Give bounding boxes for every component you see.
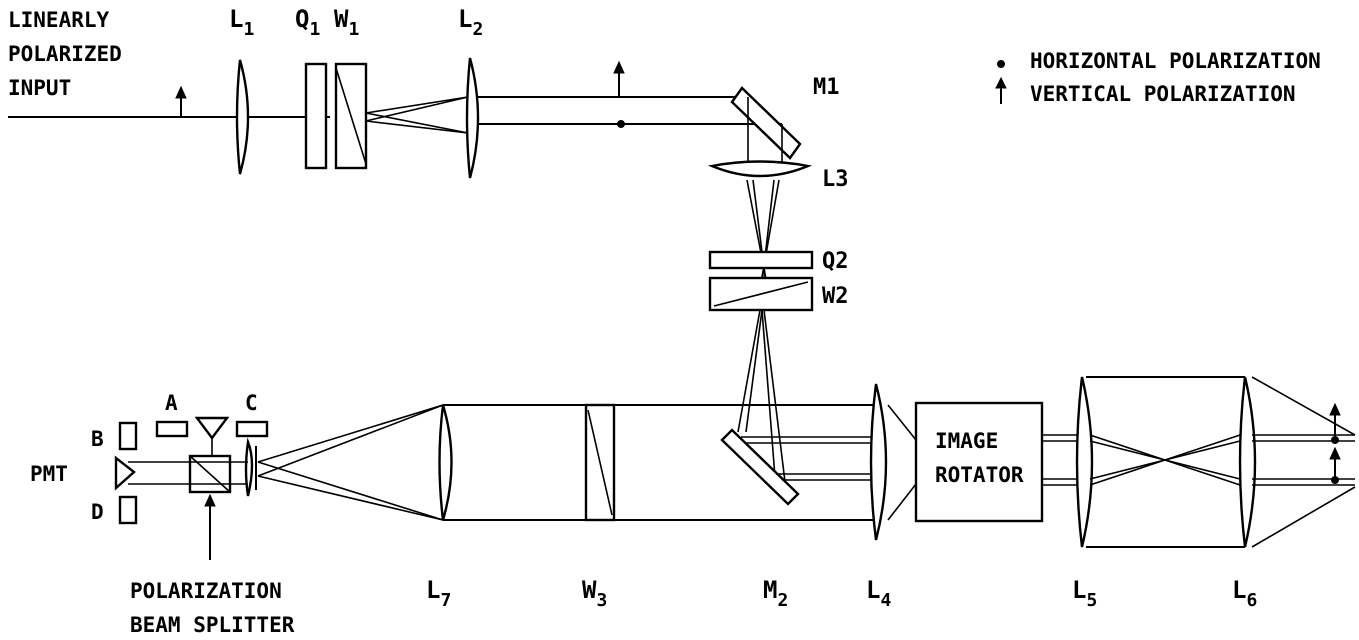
- legend-arrow-icon: [995, 76, 1007, 104]
- cone-bottom: [257, 461, 444, 521]
- beam-l4-rot-b: [887, 483, 917, 521]
- label-pmt: PMT: [30, 462, 68, 486]
- cone-top: [257, 404, 444, 463]
- lens-l6: [1238, 376, 1257, 548]
- image-rotator-label-2: ROTATOR: [935, 463, 1024, 487]
- pbs-label-2: BEAM SPLITTER: [130, 613, 295, 637]
- pmt-prism: [114, 455, 136, 491]
- cone-bottom-2: [257, 475, 444, 521]
- wollaston-w2: [708, 276, 814, 312]
- cross-beam-d: [1089, 434, 1241, 486]
- top-prism: [194, 416, 230, 440]
- label-c: C: [245, 391, 258, 415]
- out-beam-top: [1251, 376, 1356, 436]
- label-w1: W1: [334, 5, 359, 40]
- label-d: D: [91, 500, 104, 524]
- output-dot-top: [1331, 436, 1339, 444]
- input-vertical-polarization-arrow: [175, 85, 187, 117]
- wollaston-w1: [334, 62, 368, 170]
- lens-l4: [869, 383, 888, 541]
- pbs-label-1: POLARIZATION: [130, 579, 282, 603]
- label-l5: L5: [1072, 576, 1097, 611]
- label-m1: M1: [813, 75, 840, 100]
- out-beam-bottom: [1251, 486, 1356, 548]
- legend-vertical-text: VERTICAL POLARIZATION: [1030, 82, 1296, 106]
- label-q2: Q2: [822, 249, 849, 274]
- beam-l4-rot-a: [887, 404, 917, 441]
- horizontal-polarization-dot-top: [617, 120, 625, 128]
- label-w2: W2: [822, 284, 849, 309]
- mirror-m2: [720, 428, 800, 506]
- lens-l5: [1075, 376, 1094, 548]
- label-l4: L4: [866, 576, 891, 611]
- label-l1: L1: [229, 5, 254, 40]
- input-label-line2: POLARIZED: [8, 42, 122, 66]
- waveplate-q2: [708, 250, 814, 270]
- label-l2: L2: [458, 5, 483, 40]
- beam-lower2-w1-l2: [365, 120, 469, 134]
- legend-dot-icon: [997, 60, 1005, 68]
- legend-horizontal-text: HORIZONTAL POLARIZATION: [1030, 49, 1321, 73]
- image-rotator-box: [914, 401, 1044, 523]
- image-rotator-label-1: IMAGE: [935, 429, 998, 453]
- lens-l7: [438, 404, 453, 521]
- label-q1: Q1: [295, 5, 320, 40]
- cone-top-2: [257, 404, 444, 477]
- input-label-line3: INPUT: [8, 76, 71, 100]
- label-m2: M2: [763, 576, 788, 611]
- label-b: B: [91, 427, 104, 451]
- detector-a: [155, 420, 189, 438]
- label-l6: L6: [1232, 576, 1257, 611]
- focus-lens: [244, 437, 254, 497]
- waveplate-q1: [304, 62, 328, 170]
- beam-upper2-w1-l2: [365, 96, 469, 122]
- lens-l2: [465, 57, 480, 179]
- mirror-m1: [730, 86, 802, 160]
- beam-upper-w1-l2: [365, 96, 469, 114]
- label-l3: L3: [822, 167, 849, 192]
- beam-w2-m2-c: [761, 309, 777, 491]
- output-dot-bottom: [1331, 476, 1339, 484]
- beam-w2-m2-b: [745, 309, 763, 433]
- label-a: A: [165, 391, 178, 415]
- detector-b: [118, 421, 138, 451]
- detector-c: [235, 420, 269, 438]
- pbs-pointer-arrow: [204, 493, 216, 560]
- beam-w2-m2-d: [763, 309, 787, 491]
- wollaston-w3: [584, 403, 616, 522]
- input-label-line1: LINEARLY: [8, 8, 110, 32]
- detector-d: [118, 495, 138, 525]
- lens-l3: [707, 160, 813, 178]
- lens-l1: [235, 59, 250, 175]
- label-l7: L7: [426, 576, 451, 611]
- beam-w2-m2-a: [737, 309, 761, 433]
- vertical-polarization-arrow-top: [613, 60, 625, 97]
- label-w3: W3: [582, 576, 607, 611]
